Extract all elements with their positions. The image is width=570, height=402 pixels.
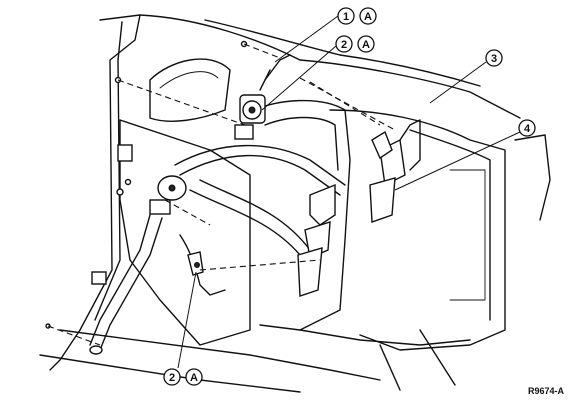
upper-retractor [234,54,291,140]
callout-4: 4 [518,119,536,137]
callout-1-letter: A [364,11,372,23]
callout-leaders [177,15,521,369]
callout-2-upper: 2 A [335,35,375,53]
callout-3-number: 3 [491,53,497,65]
callout-1-number: 1 [343,11,349,23]
callout-2-upper-letter: A [362,39,370,51]
floor-anchor [179,234,226,296]
callout-3: 3 [485,49,503,67]
buckle-assembly [297,119,421,297]
callout-2-lower: 2 A [163,368,203,386]
callout-2-lower-number: 2 [169,372,175,384]
callout-1: 1 A [337,7,377,25]
callout-2-upper-number: 2 [341,39,347,51]
shoulder-belt-webbing [174,144,346,276]
pillar-fasteners [45,40,248,329]
callout-2-lower-letter: A [190,372,198,384]
callout-4-number: 4 [524,123,531,135]
lower-retractor [89,175,187,355]
figure-id: R9674-A [528,386,565,396]
installation-dashed-lines [47,43,396,346]
